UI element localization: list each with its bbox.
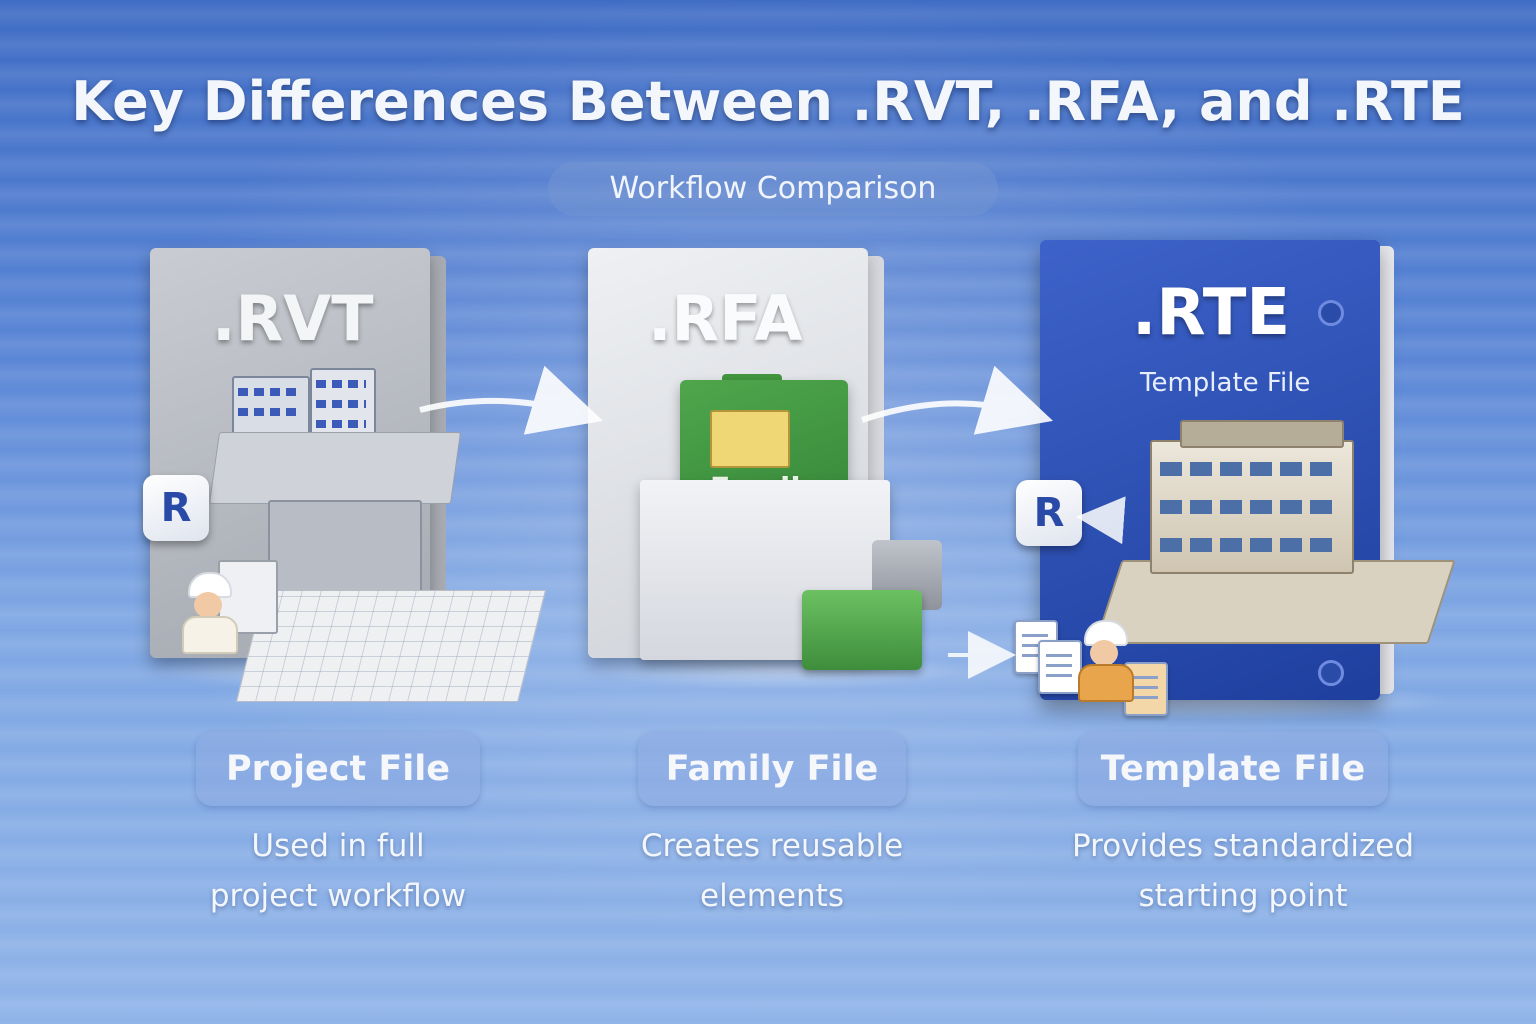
revit-logo-icon: R — [1016, 480, 1082, 546]
family-file-desc-line1: Creates reusable — [640, 828, 904, 864]
template-file-label: Template File — [1078, 732, 1388, 806]
template-file-desc-line1: Provides standardized — [1071, 828, 1415, 864]
rfa-cover-text: .RFA — [648, 282, 803, 355]
face-shape — [1090, 640, 1118, 666]
helmet-icon — [188, 572, 232, 598]
document-icon — [1038, 640, 1082, 694]
rvt-ground-plan — [208, 432, 462, 504]
revit-logo-icon: R — [143, 475, 209, 541]
page-subtitle: Workflow Comparison — [548, 162, 998, 216]
project-file-label: Project File — [196, 732, 480, 806]
family-file-desc-line2: elements — [700, 878, 844, 914]
rte-cover-subtitle: Template File — [1140, 368, 1311, 398]
template-file-desc-line2: starting point — [1138, 878, 1348, 914]
rvt-building-windows — [238, 408, 300, 416]
rte-roof — [1180, 420, 1344, 448]
binder-ring — [1318, 660, 1344, 686]
rte-building-windows — [1160, 538, 1340, 552]
rvt-structure-model — [268, 500, 422, 594]
worker-icon — [1074, 620, 1134, 702]
rvt-building-windows — [238, 388, 300, 396]
rte-building-windows — [1160, 462, 1340, 476]
binder-ring — [1318, 300, 1344, 326]
project-file-desc-line1: Used in full — [251, 828, 425, 864]
project-file-desc-line2: project workflow — [209, 878, 467, 914]
rte-building-windows — [1160, 500, 1340, 514]
face-shape — [194, 592, 222, 618]
worker-icon — [178, 572, 238, 654]
toolbox-icon — [802, 590, 922, 670]
rvt-building-windows — [316, 380, 366, 388]
rvt-blueprint-sheet — [236, 590, 546, 702]
torso-shape — [1078, 664, 1134, 702]
rvt-cover-text: .RVT — [212, 282, 374, 355]
family-file-label: Family File — [638, 732, 906, 806]
torso-shape — [182, 616, 238, 654]
rte-cover-text: .RTE — [1132, 276, 1291, 350]
rvt-building-windows — [316, 420, 366, 428]
rvt-building-windows — [316, 400, 366, 408]
inner-folder-icon — [710, 410, 790, 468]
page-title: Key Differences Between .RVT, .RFA, and … — [71, 70, 1465, 133]
